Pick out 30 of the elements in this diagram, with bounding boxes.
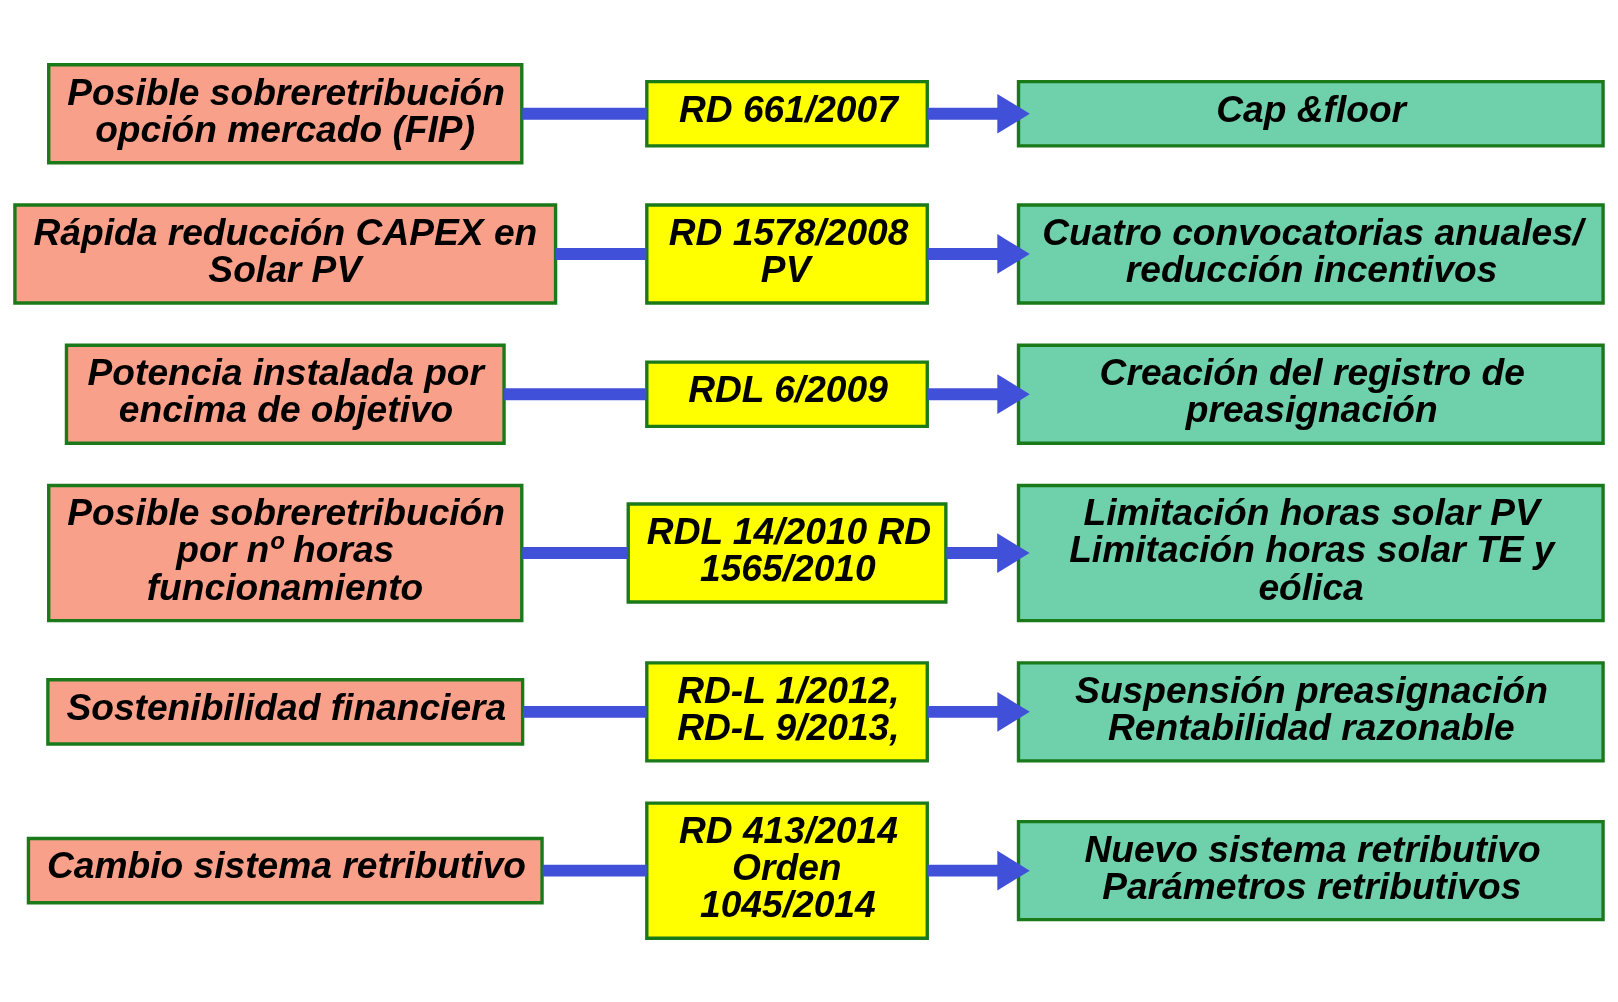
node-box: RDL 14/2010 RD 1565/2010 [626,501,948,604]
node-box: Suspensión preasignación Rentabilidad razonable [1016,660,1605,763]
node-box: Cap &floor [1016,79,1605,148]
connector [504,387,647,400]
connector [542,864,647,877]
node-box: RD-L 1/2012, RD-L 9/2013, [645,660,929,763]
node-box: Limitación horas solar PV Limitación horas solar TE y eólica [1016,483,1605,622]
node-box: RD 1578/2008 PV [645,202,929,305]
arrow [927,93,1030,134]
connector [555,247,647,260]
node-box: RD 661/2007 [645,79,929,148]
arrow [927,691,1030,732]
node-box: Potencia instalada por encima de objetivo [64,343,506,445]
connector [523,705,647,718]
node-box: Rápida reducción CAPEX en Solar PV [13,202,558,305]
arrow [946,532,1030,573]
node-box: RDL 6/2009 [645,359,929,428]
node-box: Posible sobreretribución por nº horas funcionamiento [47,483,524,622]
arrow [927,373,1030,414]
node-box: Nuevo sistema retributivo Parámetros retributivos [1016,819,1605,921]
node-box: Cuatro convocatorias anuales/ reducción incentivos [1016,202,1605,305]
node-box: Cambio sistema retributivo [26,836,544,904]
node-box: Creación del registro de preasignación [1016,343,1605,445]
arrow [927,233,1030,274]
arrow [927,850,1030,891]
node-box: RD 413/2014 Orden 1045/2014 [645,800,929,940]
node-box: Sostenibilidad financiera [46,677,525,746]
node-box: Posible sobreretribución opción mercado (FIP) [47,62,524,164]
connector [522,546,628,559]
connector [522,107,647,120]
